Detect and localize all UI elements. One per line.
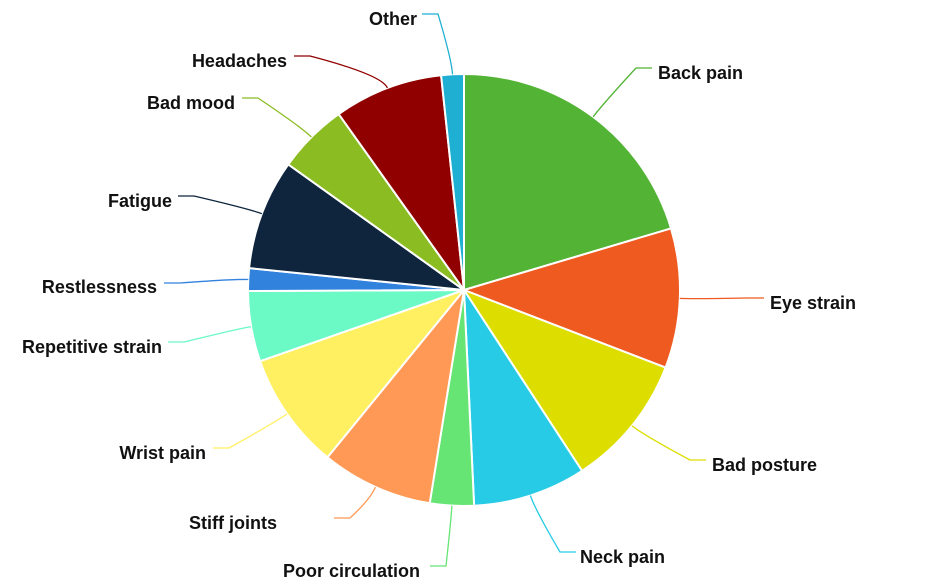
slice-label-bad-mood: Bad mood [147,93,235,113]
leader-line-bad-posture [631,425,706,461]
slice-label-repetitive-strain: Repetitive strain [22,337,162,357]
leader-line-bad-mood [242,97,312,138]
slice-label-stiff-joints: Stiff joints [189,513,277,533]
pie-slice-bad-posture[interactable] [463,289,667,472]
leader-line-restlessness [164,278,249,284]
leader-line-neck-pain [529,495,576,553]
pie-slice-back-pain[interactable] [463,73,673,291]
slice-label-bad-posture: Bad posture [712,455,817,475]
slice-label-fatigue: Fatigue [108,191,172,211]
slice-label-back-pain: Back pain [658,63,743,83]
leader-line-repetitive-strain [168,325,252,343]
leader-line-other [422,13,454,75]
slice-label-neck-pain: Neck pain [580,547,665,567]
leader-line-wrist-pain [213,413,288,449]
pie-slice-fatigue[interactable] [248,163,465,291]
slice-label-headaches: Headaches [192,51,287,71]
leader-line-poor-circulation [430,505,453,567]
leader-line-back-pain [592,67,652,118]
leader-line-stiff-joints [334,486,377,519]
leader-line-eye-strain [679,297,764,300]
slices-layer [246,73,681,507]
pie-slice-other[interactable] [440,73,465,291]
slice-label-eye-strain: Eye strain [770,293,856,313]
slice-label-poor-circulation: Poor circulation [283,561,420,581]
slice-label-other: Other [369,9,417,29]
pie-slice-stiff-joints[interactable] [326,289,465,505]
leader-line-headaches [294,55,389,89]
leader-line-fatigue [178,195,263,215]
slice-label-restlessness: Restlessness [42,277,157,297]
pie-slice-headaches[interactable] [337,74,465,291]
leader-lines-layer [164,13,764,567]
slice-label-wrist-pain: Wrist pain [119,443,206,463]
